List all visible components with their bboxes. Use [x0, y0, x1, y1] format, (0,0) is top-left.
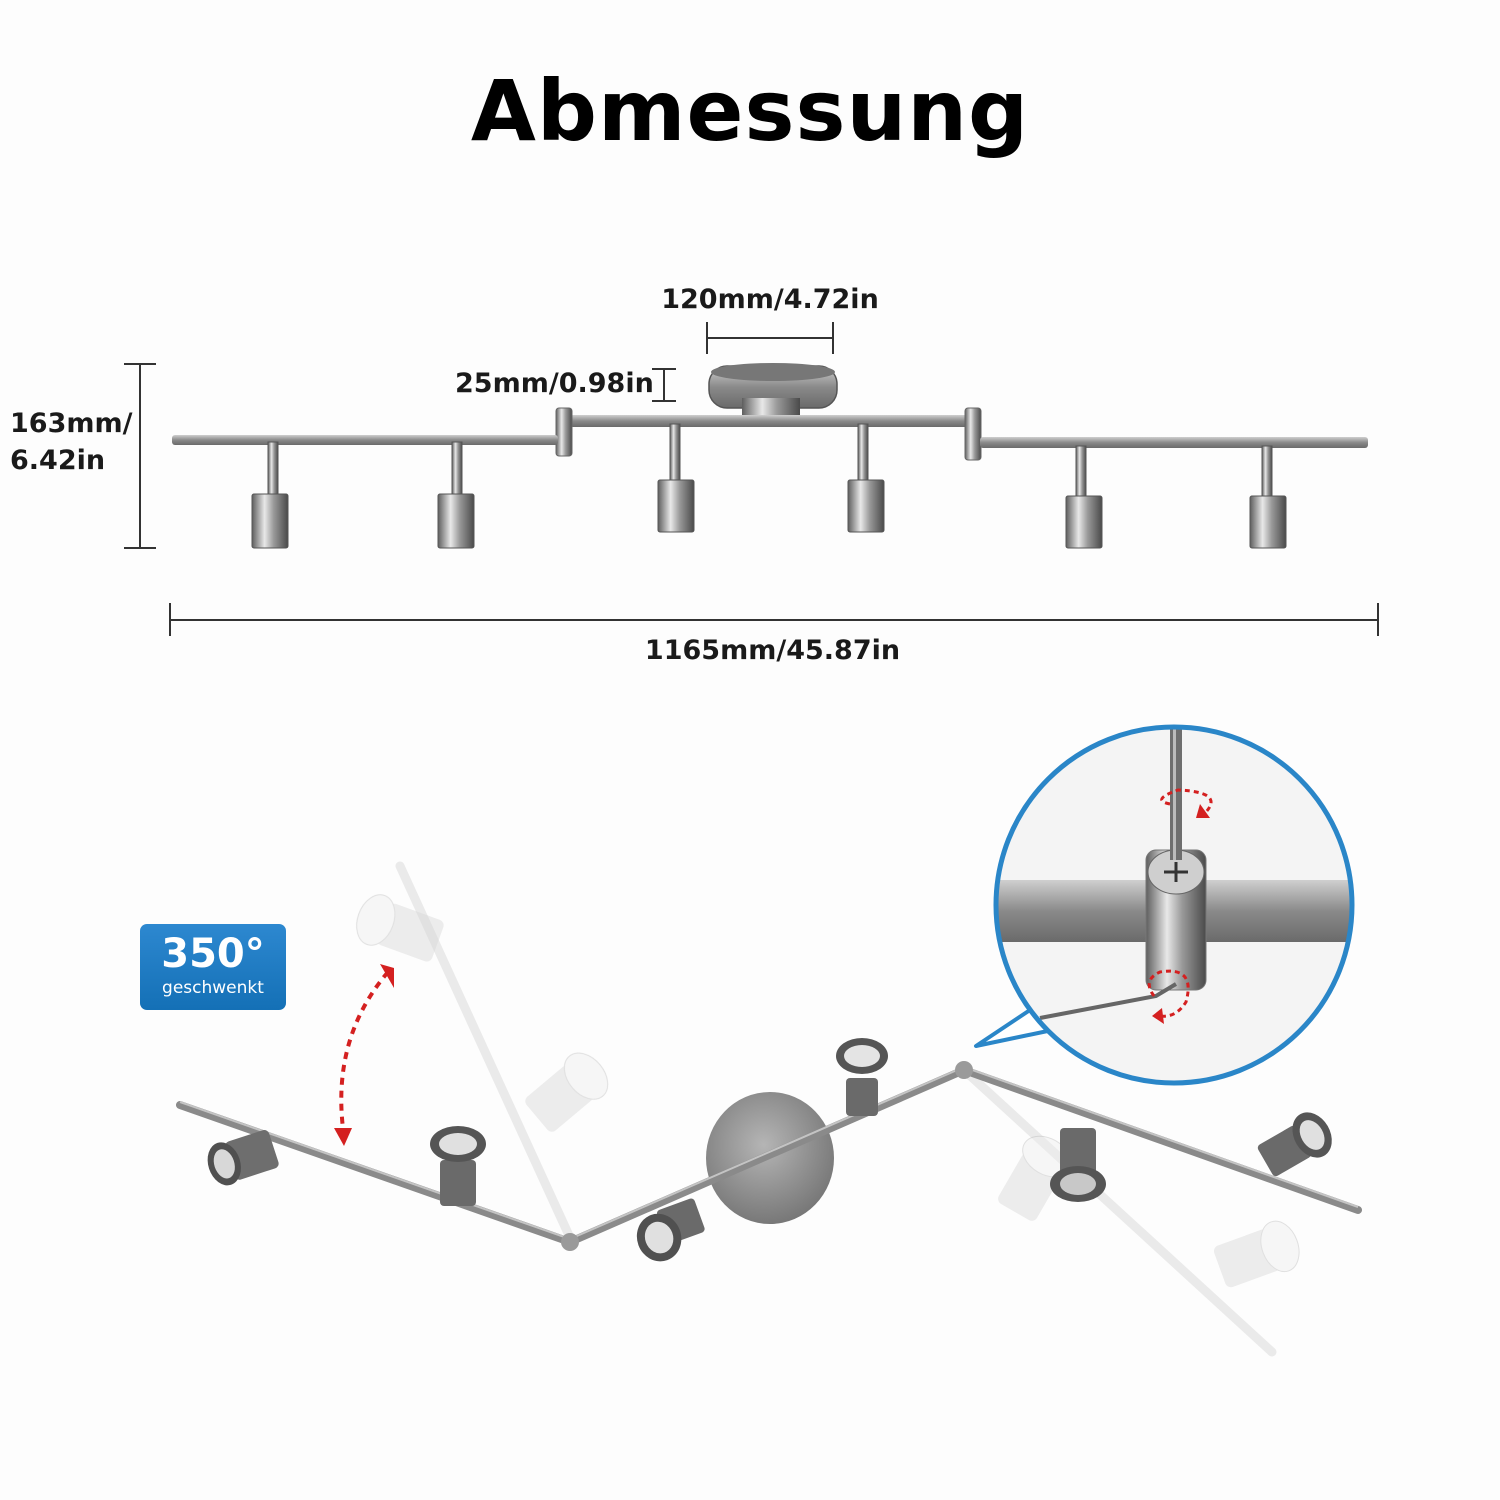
- swivel-arrow-icon: [339, 970, 390, 1137]
- total-length-label: 1165mm/45.87in: [644, 635, 901, 666]
- ceiling-lamp-perspective: [176, 861, 1362, 1357]
- base-height-label: 25mm/0.98in: [455, 368, 654, 399]
- ghost-spot-heads: [356, 894, 1300, 1288]
- screwdriver-icon: [1170, 727, 1182, 860]
- page-title: Abmessung: [470, 62, 1030, 160]
- zoom-detail: [974, 724, 1355, 1086]
- badge-angle: 350°: [161, 931, 265, 977]
- swivel-badge: 350° geschwenkt: [140, 924, 286, 1010]
- allen-key-icon: [1039, 982, 1178, 1020]
- base-width-label: 120mm/4.72in: [661, 284, 879, 315]
- spot-heads: [207, 1038, 1332, 1262]
- badge-label: geschwenkt: [162, 978, 264, 998]
- ceiling-lamp-front-view: [172, 363, 1368, 549]
- total-height-label-line2: 6.42in: [10, 445, 106, 476]
- total-height-label-line1: 163mm/: [10, 408, 133, 439]
- dimension-lines: [124, 322, 1379, 636]
- rotate-arrow-icon: [1147, 788, 1213, 1018]
